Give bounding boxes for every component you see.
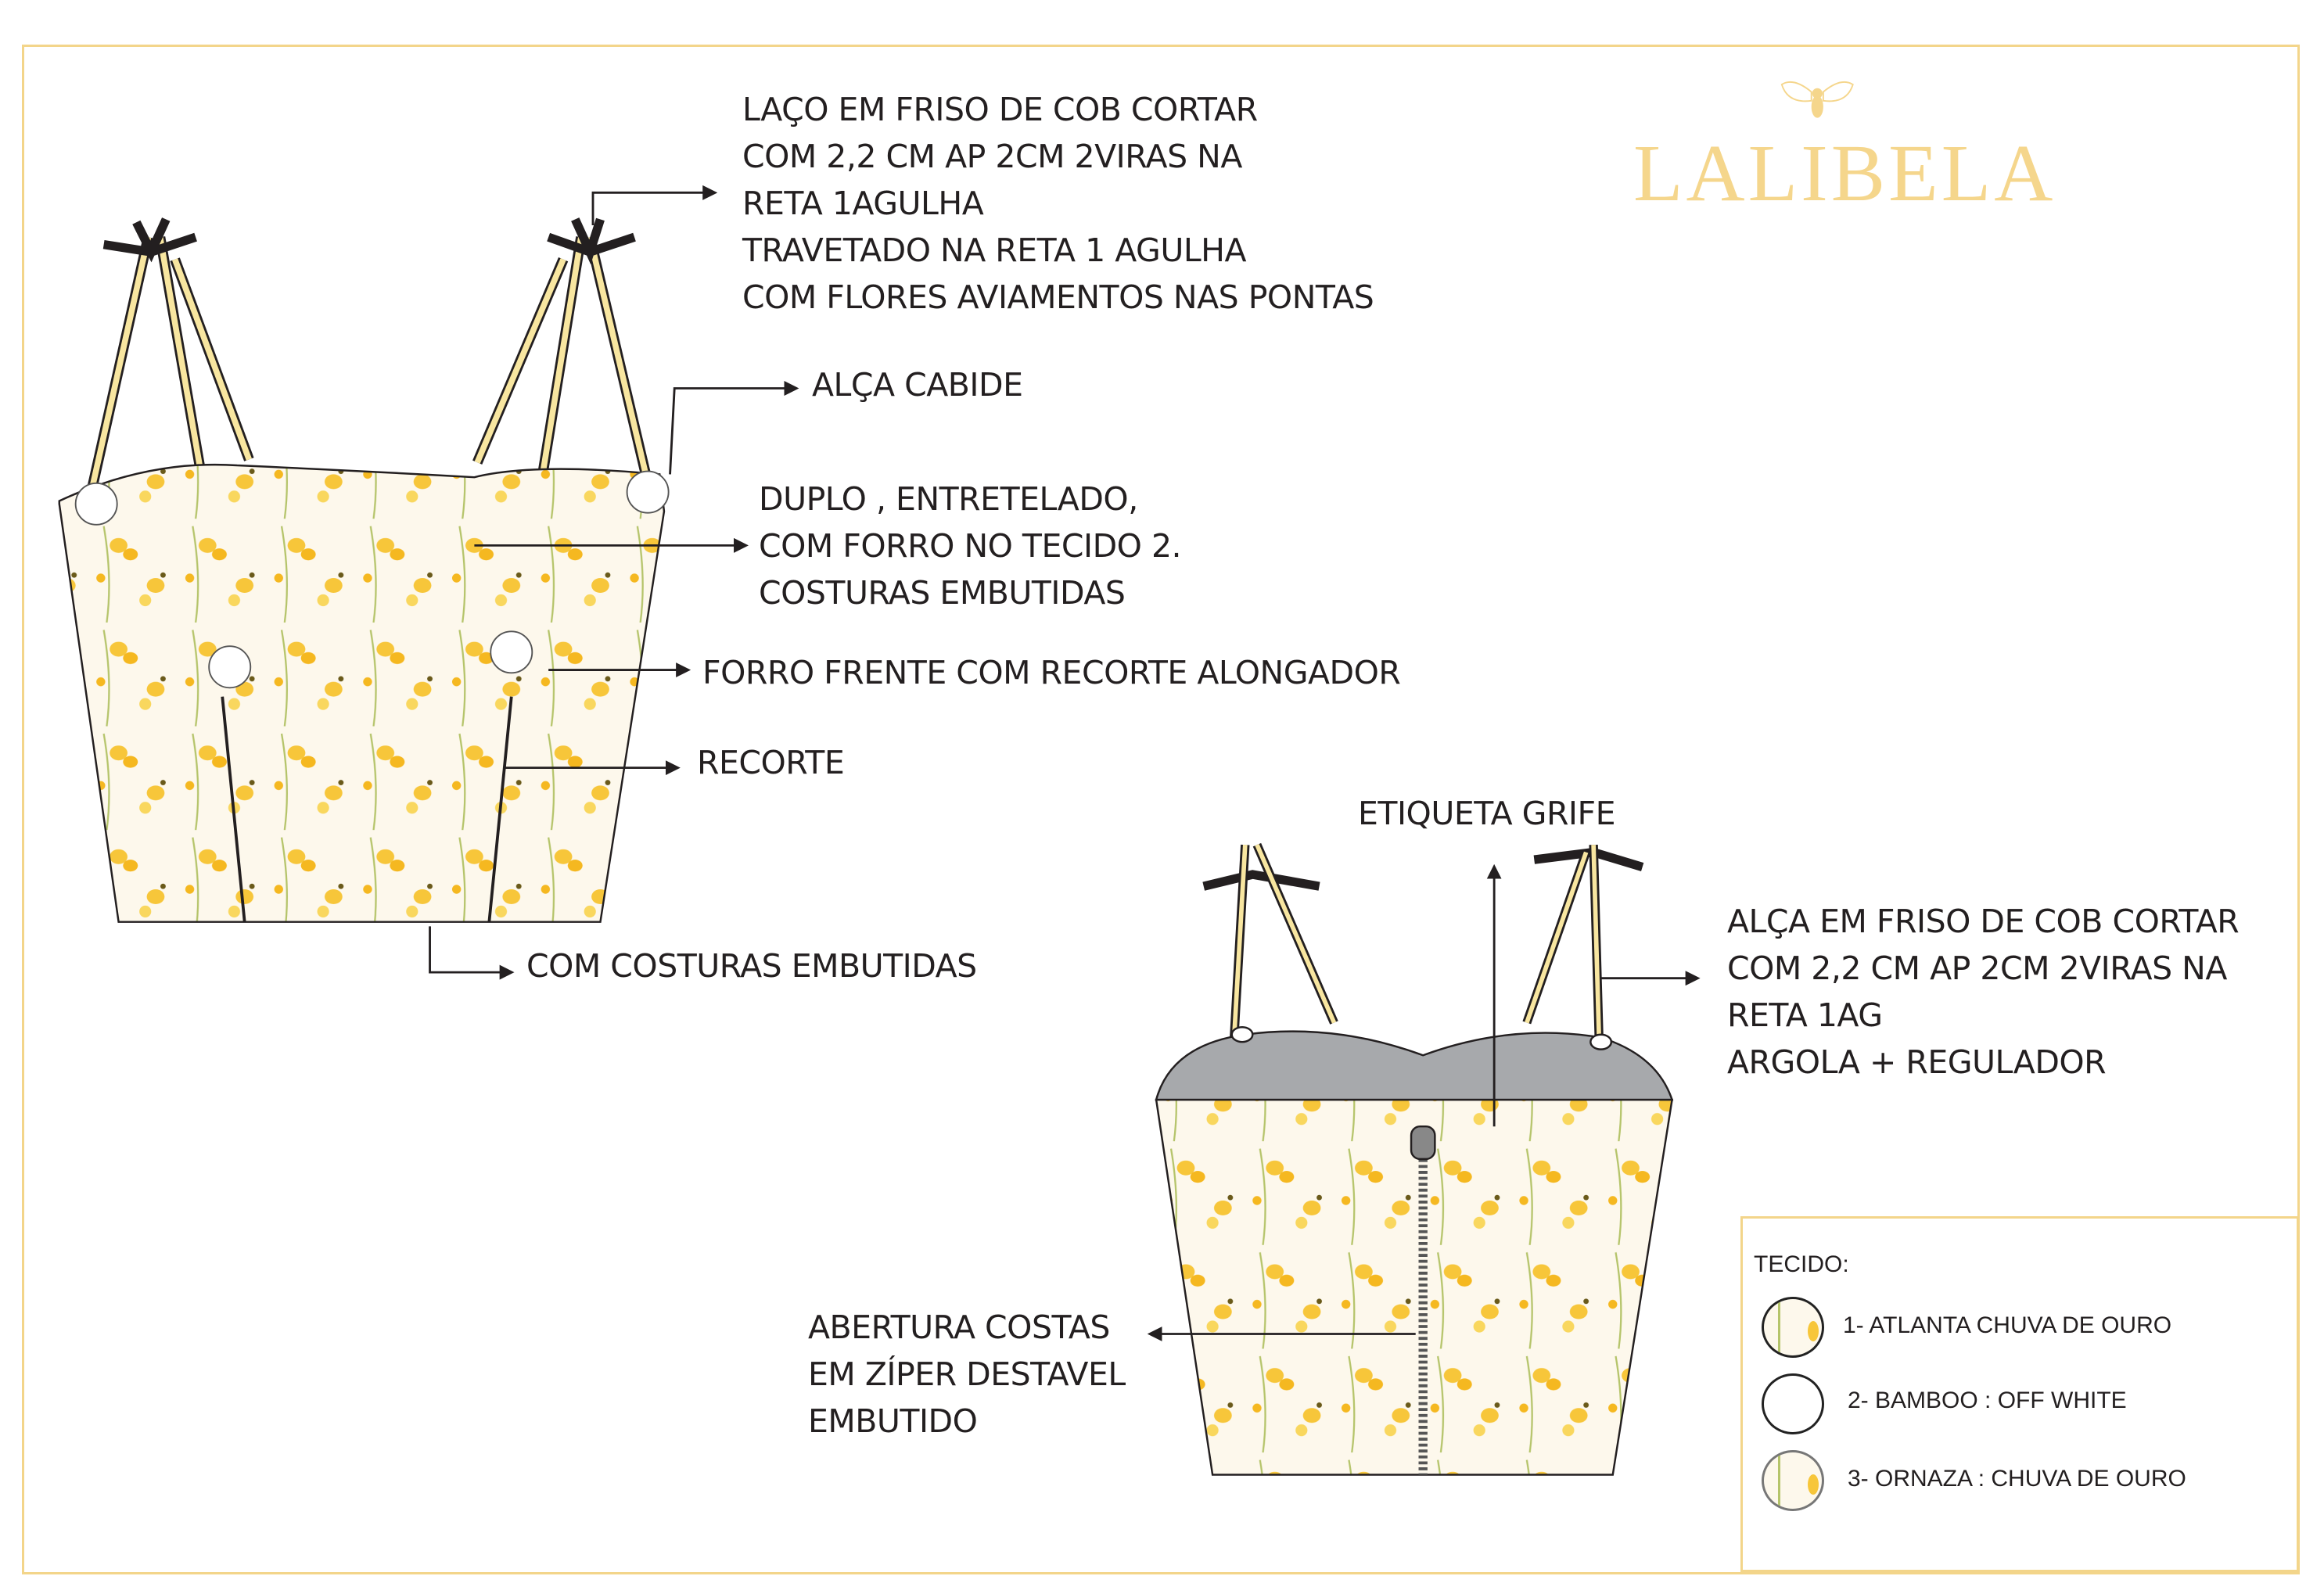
note-double-body: DUPLO , ENTRETELADO, COM FORRO NO TECIDO … [759,476,1182,616]
note-line: COSTURAS EMBUTIDAS [759,574,1126,612]
note-line: ARGOLA + REGULADOR [1727,1043,2107,1081]
note-line: DUPLO , ENTRETELADO, [759,480,1138,518]
note-bow-tie: LAÇO EM FRISO DE COB CORTAR COM 2,2 CM AP… [742,86,1374,321]
note-line: COM FORRO NO TECIDO 2. [759,527,1182,565]
note-strap: ALÇA EM FRISO DE COB CORTAR COM 2,2 CM AP… [1727,898,2240,1086]
legend-item: 1- ATLANTA CHUVA DE OURO [1843,1312,2172,1338]
note-brand-label: ETIQUETA GRIFE [1358,795,1616,832]
back-lining [1155,1030,1674,1101]
note-line: RETA 1AG [1727,996,1883,1034]
note-hanger-loop: ALÇA CABIDE [812,366,1023,404]
back-bodice [1155,1098,1674,1476]
note-hidden-seams: COM COSTURAS EMBUTIDAS [526,947,977,985]
note-line: LAÇO EM FRISO DE COB CORTAR [742,91,1258,128]
sheet-frame [22,45,2300,1574]
fabric-swatch-print [1762,1450,1824,1511]
note-line: ABERTURA COSTAS [808,1309,1110,1346]
front-bodice [58,463,666,923]
note-seam-cut: RECORTE [697,744,845,781]
fabric-swatch-print [1762,1297,1824,1358]
note-front-lining: FORRO FRENTE COM RECORTE ALONGADOR [702,654,1401,691]
note-line: EM ZÍPER DESTAVEL [808,1355,1126,1393]
note-back-opening: ABERTURA COSTAS EM ZÍPER DESTAVEL EMBUTIDO [808,1304,1126,1445]
fabric-legend: TECIDO: 1- ATLANTA CHUVA DE OURO 2- BAMB… [1740,1216,2299,1572]
flower-trims [74,470,670,689]
brand-logo: LALIBELA [1633,128,2056,218]
legend-title: TECIDO: [1754,1251,1849,1277]
fabric-swatch-plain [1762,1373,1824,1434]
bee-icon [1780,81,1854,118]
note-line: COM FLORES AVIAMENTOS NAS PONTAS [742,278,1374,316]
note-line: COM 2,2 CM AP 2CM 2VIRAS NA [1727,950,2227,987]
legend-item: 2- BAMBOO : OFF WHITE [1848,1388,2127,1413]
legend-item: 3- ORNAZA : CHUVA DE OURO [1848,1466,2186,1492]
note-line: RETA 1AGULHA [742,185,984,222]
note-line: ALÇA EM FRISO DE COB CORTAR [1727,903,2240,940]
note-line: TRAVETADO NA RETA 1 AGULHA [742,232,1247,269]
note-line: COM 2,2 CM AP 2CM 2VIRAS NA [742,138,1242,175]
note-line: EMBUTIDO [808,1402,978,1440]
